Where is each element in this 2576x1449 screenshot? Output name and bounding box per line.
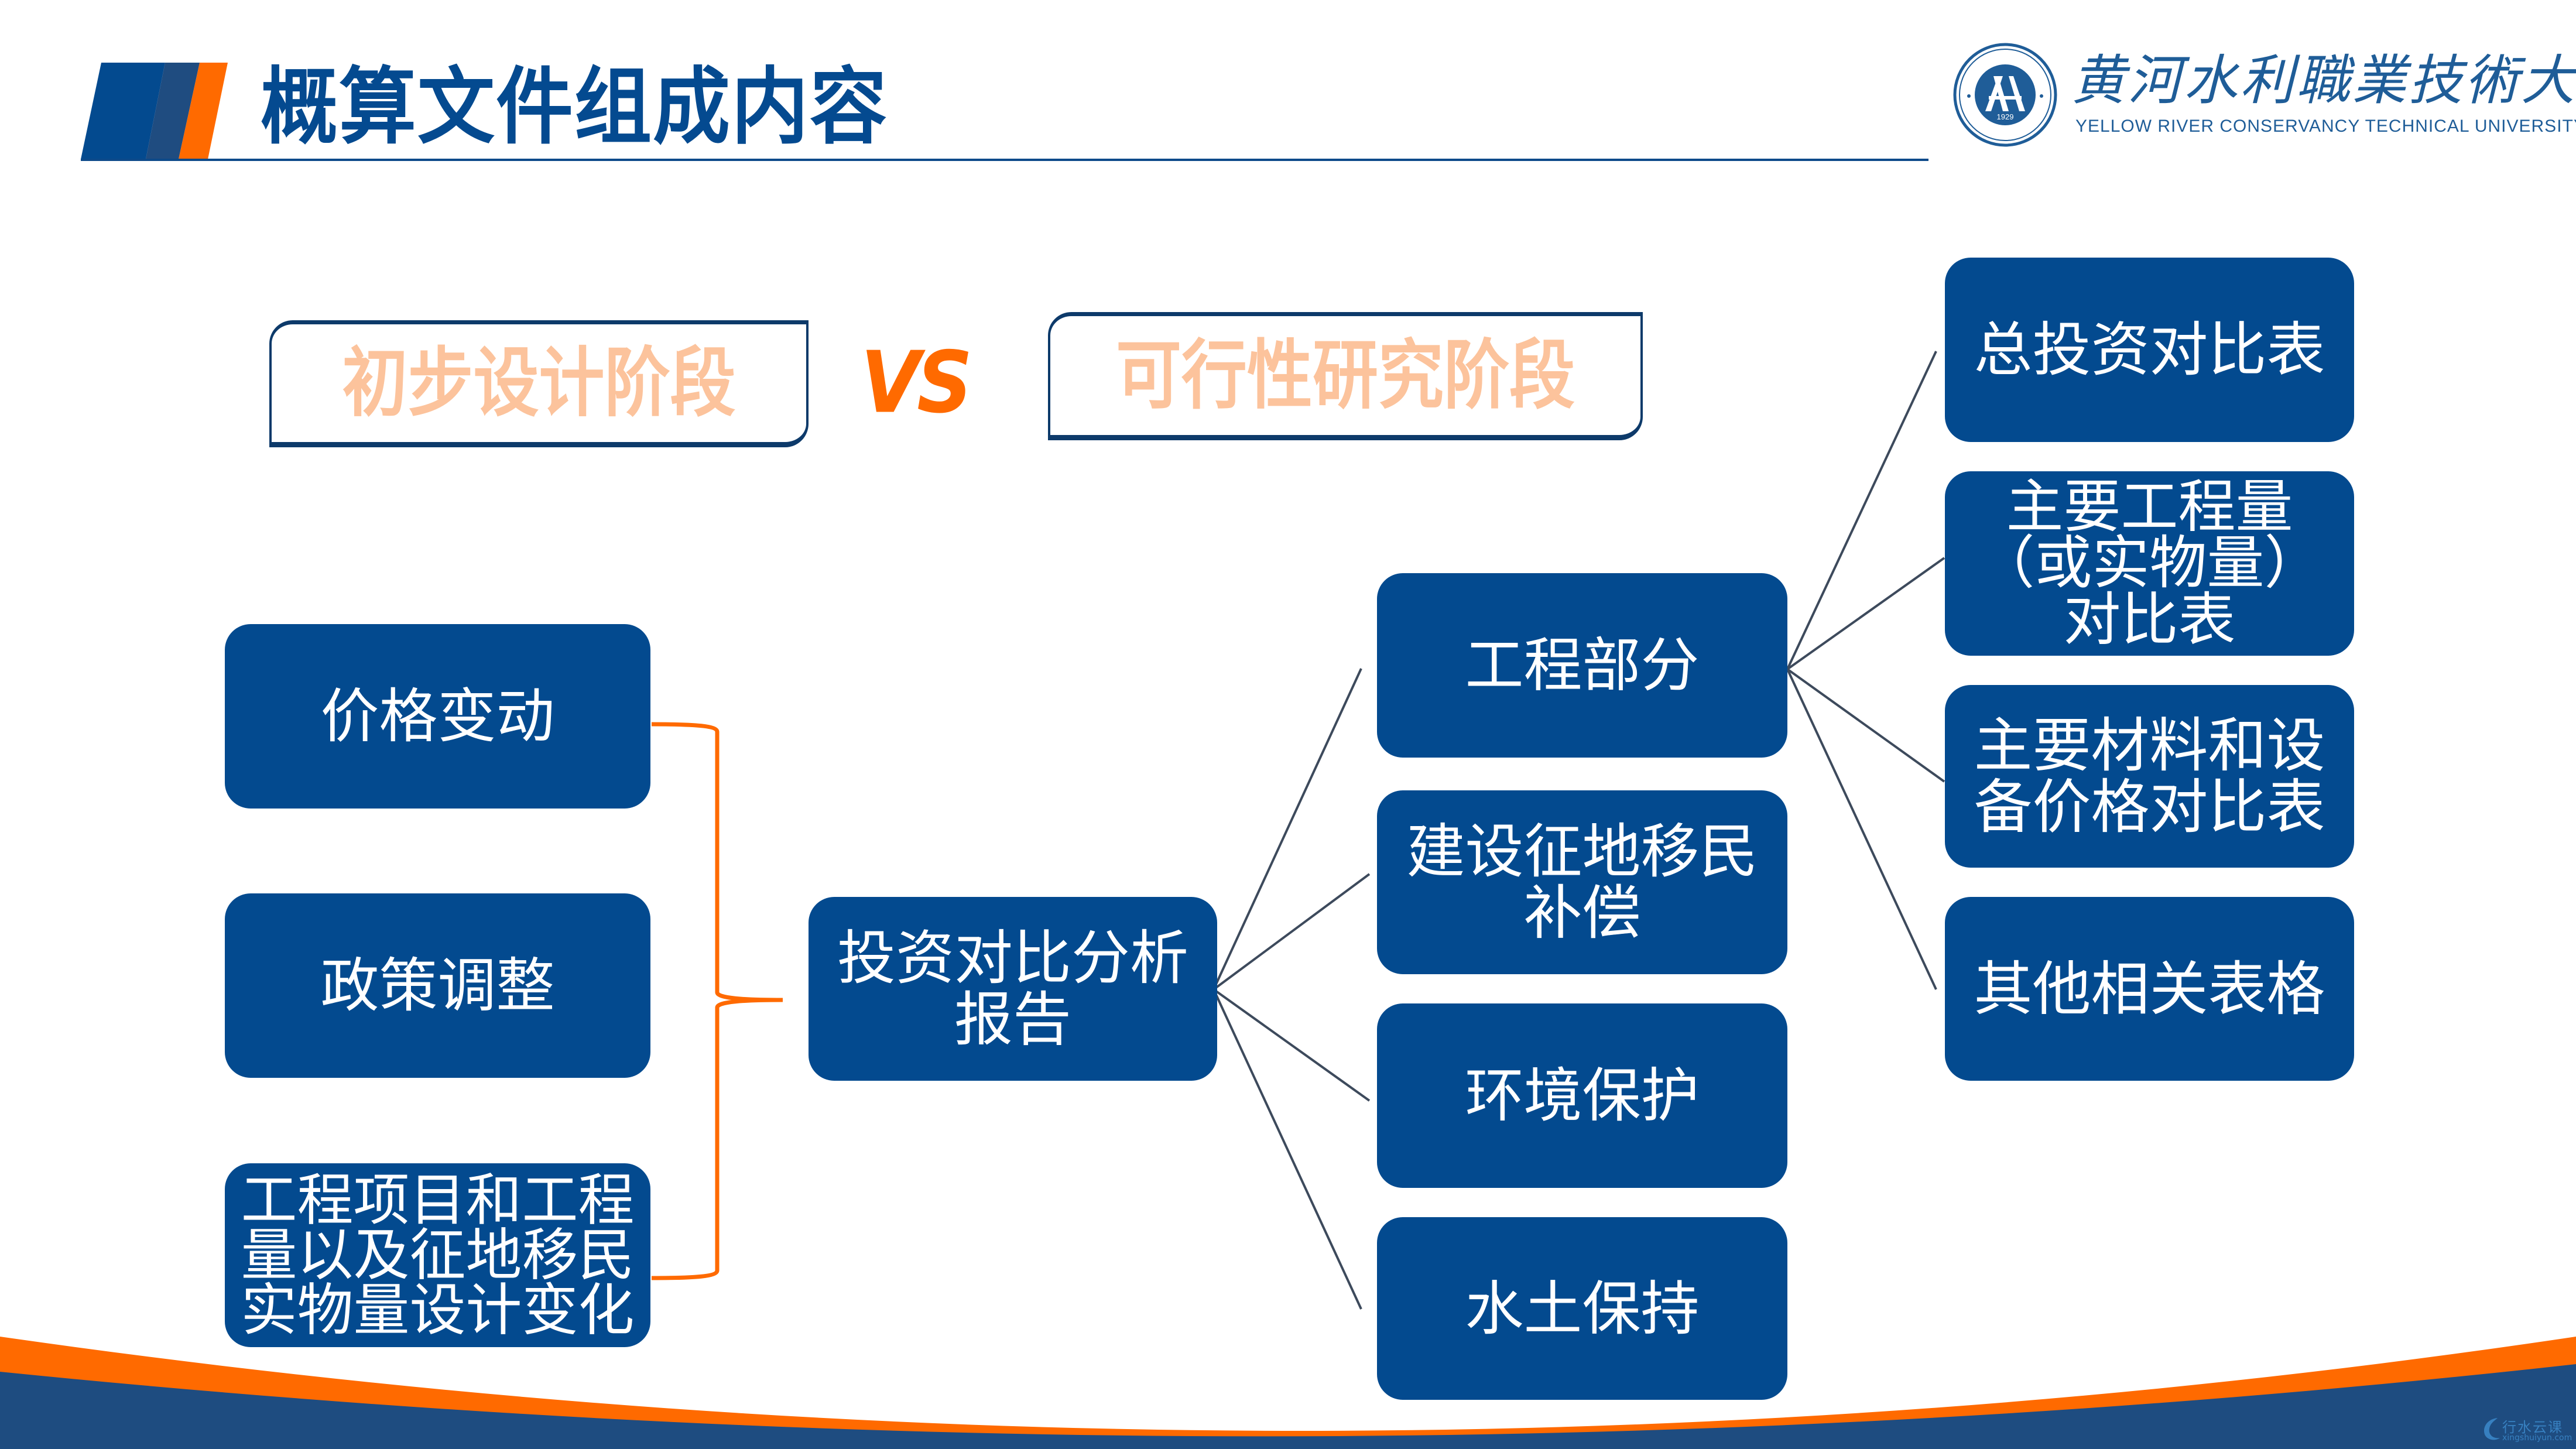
stage-preliminary-design-label: 初步设计阶段 xyxy=(342,339,736,427)
page-title: 概算文件组成内容 xyxy=(261,59,888,156)
table-box-total-investment: 总投资对比表 xyxy=(1945,258,2354,442)
center-label: 投资对比分析 报告 xyxy=(837,924,1188,1054)
part-box-environmental-protection: 环境保护 xyxy=(1377,1003,1787,1188)
orange-brace xyxy=(651,722,783,1280)
table-box-material-prices: 主要材料和设 备价格对比表 xyxy=(1945,685,2354,868)
connector-center-to-part-3 xyxy=(1212,988,1371,1102)
part-label: 建设征地移民 补偿 xyxy=(1406,817,1758,947)
seal-year: 1929 xyxy=(1997,112,2014,121)
table-label: 总投资对比表 xyxy=(1974,316,2325,384)
part-box-engineering: 工程部分 xyxy=(1377,573,1787,758)
stage-feasibility-study: 可行性研究阶段 xyxy=(1048,312,1643,440)
connector-center-to-part-1 xyxy=(1212,668,1362,990)
cause-label: 价格变动 xyxy=(320,682,555,751)
stage-feasibility-study-label: 可行性研究阶段 xyxy=(1116,331,1575,420)
university-name-en: YELLOW RIVER CONSERVANCY TECHNICAL UNIVE… xyxy=(2075,117,2576,136)
vs-label: VS xyxy=(861,333,972,433)
cause-label: 工程项目和工程 量以及征地移民 实物量设计变化 xyxy=(241,1167,635,1344)
part-box-land-resettlement: 建设征地移民 补偿 xyxy=(1377,790,1787,974)
header-stripe-blue xyxy=(81,63,165,159)
table-label: 主要工程量 （或实物量） 对比表 xyxy=(1977,474,2322,653)
table-label: 主要材料和设 备价格对比表 xyxy=(1974,711,2325,841)
watermark-url: xingshuiyun.com xyxy=(2502,1433,2572,1443)
header-underline xyxy=(81,159,1928,161)
center-box-investment-report: 投资对比分析 报告 xyxy=(809,897,1217,1081)
part-label: 工程部分 xyxy=(1465,631,1700,700)
table-box-quantities: 主要工程量 （或实物量） 对比表 xyxy=(1945,471,2354,656)
footer-wave xyxy=(0,1337,2576,1449)
header-decoration xyxy=(81,63,1928,161)
part-label: 水土保持 xyxy=(1465,1274,1700,1343)
part-label: 环境保护 xyxy=(1465,1061,1700,1130)
connector-part1-to-table-3 xyxy=(1786,668,1945,783)
cause-box-design-change: 工程项目和工程 量以及征地移民 实物量设计变化 xyxy=(225,1163,650,1347)
part-box-soil-water-conservation: 水土保持 xyxy=(1377,1217,1787,1400)
footer-wave-blue xyxy=(0,1364,2576,1449)
cause-box-price-change: 价格变动 xyxy=(225,624,650,809)
university-name-cn: 黄河水利職業技術大學 xyxy=(2071,49,2576,112)
connector-part1-to-table-1 xyxy=(1786,351,1937,670)
connector-part1-to-table-2 xyxy=(1786,557,1945,670)
wave-logo-icon xyxy=(2483,1418,2500,1440)
table-box-other: 其他相关表格 xyxy=(1945,897,2354,1081)
cause-box-policy-adjustment: 政策调整 xyxy=(225,893,650,1078)
seal-icon: 1929 xyxy=(1953,43,2057,147)
header-stripe-orange xyxy=(179,63,228,159)
connector-part1-to-table-4 xyxy=(1786,669,1937,990)
stage-preliminary-design: 初步设计阶段 xyxy=(269,320,809,447)
connector-center-to-part-4 xyxy=(1212,989,1362,1310)
connector-center-to-part-2 xyxy=(1212,873,1371,991)
table-label: 其他相关表格 xyxy=(1974,954,2325,1023)
watermark-name: 行水云课 xyxy=(2502,1419,2563,1436)
header-stripe-darkblue xyxy=(146,63,200,159)
cause-label: 政策调整 xyxy=(320,951,555,1020)
